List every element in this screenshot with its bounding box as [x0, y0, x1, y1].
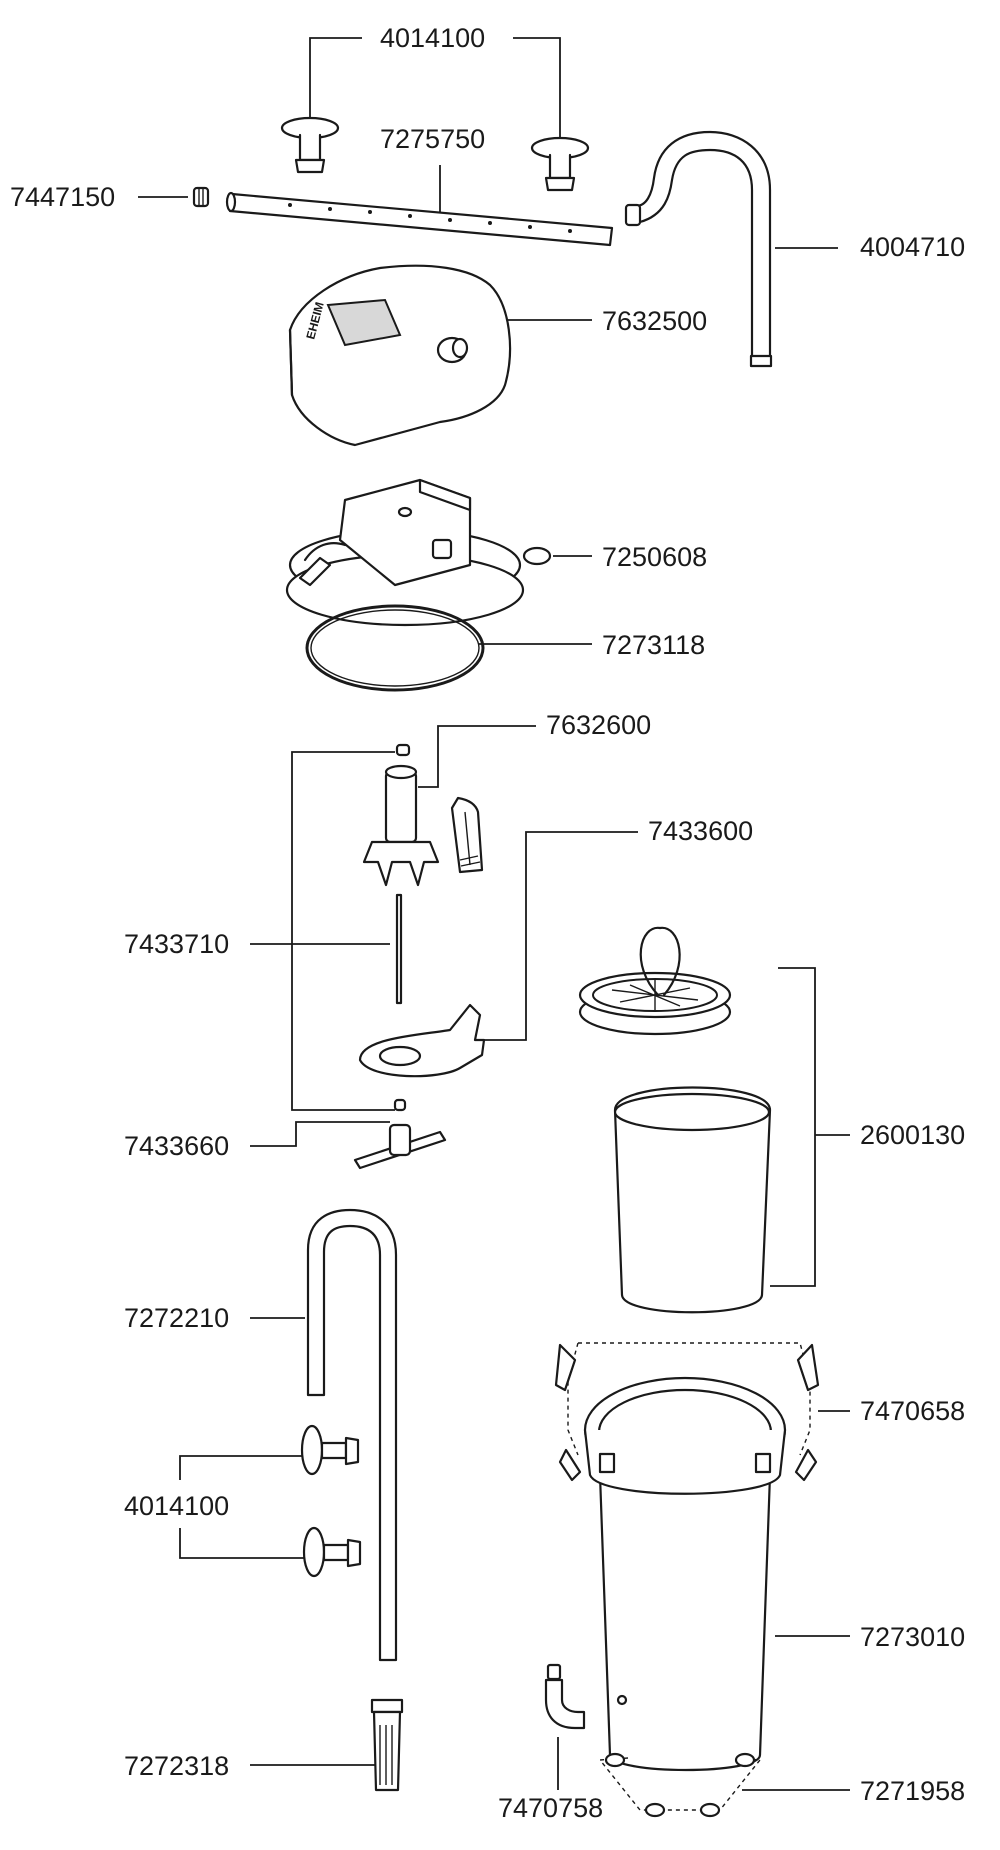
- outlet-pipe: [624, 130, 773, 368]
- spray-bar: [225, 191, 614, 247]
- suction-cup-top-right: [530, 136, 590, 192]
- label-4004710: 4004710: [860, 232, 965, 262]
- label-7433600: 7433600: [648, 816, 753, 846]
- end-cap: [192, 186, 210, 208]
- label-7273010: 7273010: [860, 1622, 965, 1652]
- impeller-cover: [358, 1003, 486, 1078]
- label-7470758: 7470758: [498, 1793, 603, 1823]
- label-4014100-bottom: 4014100: [124, 1491, 229, 1521]
- label-7433710: 7433710: [124, 929, 229, 959]
- elbow-connector: [544, 1663, 586, 1730]
- intake-pipe: [306, 1208, 398, 1662]
- label-7272210: 7272210: [124, 1303, 229, 1333]
- pump-head: [285, 478, 525, 627]
- label-7275750: 7275750: [380, 124, 485, 154]
- filter-basket: [613, 1086, 772, 1314]
- rotor-bearing: [353, 1098, 447, 1170]
- label-7470658: 7470658: [860, 1396, 965, 1426]
- label-7272318: 7272318: [124, 1751, 229, 1781]
- latch-clips: [554, 1342, 820, 1482]
- label-7273118: 7273118: [602, 630, 705, 660]
- filter-basket-lid: [578, 926, 732, 1036]
- label-7271958: 7271958: [860, 1776, 965, 1806]
- small-o-ring: [522, 546, 552, 566]
- intake-strainer: [370, 1698, 404, 1792]
- label-7632600: 7632600: [546, 710, 651, 740]
- label-7433660: 7433660: [124, 1131, 229, 1161]
- suction-cup-bottom-lower: [302, 1526, 362, 1578]
- impeller-blade: [450, 796, 484, 874]
- large-o-ring: [305, 604, 485, 692]
- filter-canister: [583, 1376, 787, 1772]
- label-7447150: 7447150: [10, 182, 115, 212]
- canister-feet: [598, 1752, 762, 1818]
- label-7632500: 7632500: [602, 306, 707, 336]
- impeller: [362, 743, 440, 887]
- suction-cup-bottom-upper: [300, 1424, 360, 1476]
- label-2600130: 2600130: [860, 1120, 965, 1150]
- label-4014100-top: 4014100: [380, 23, 485, 53]
- label-7250608: 7250608: [602, 542, 707, 572]
- filter-lid: EHEIM: [288, 264, 512, 447]
- suction-cup-top-left: [280, 116, 340, 174]
- ceramic-shaft: [395, 893, 403, 1005]
